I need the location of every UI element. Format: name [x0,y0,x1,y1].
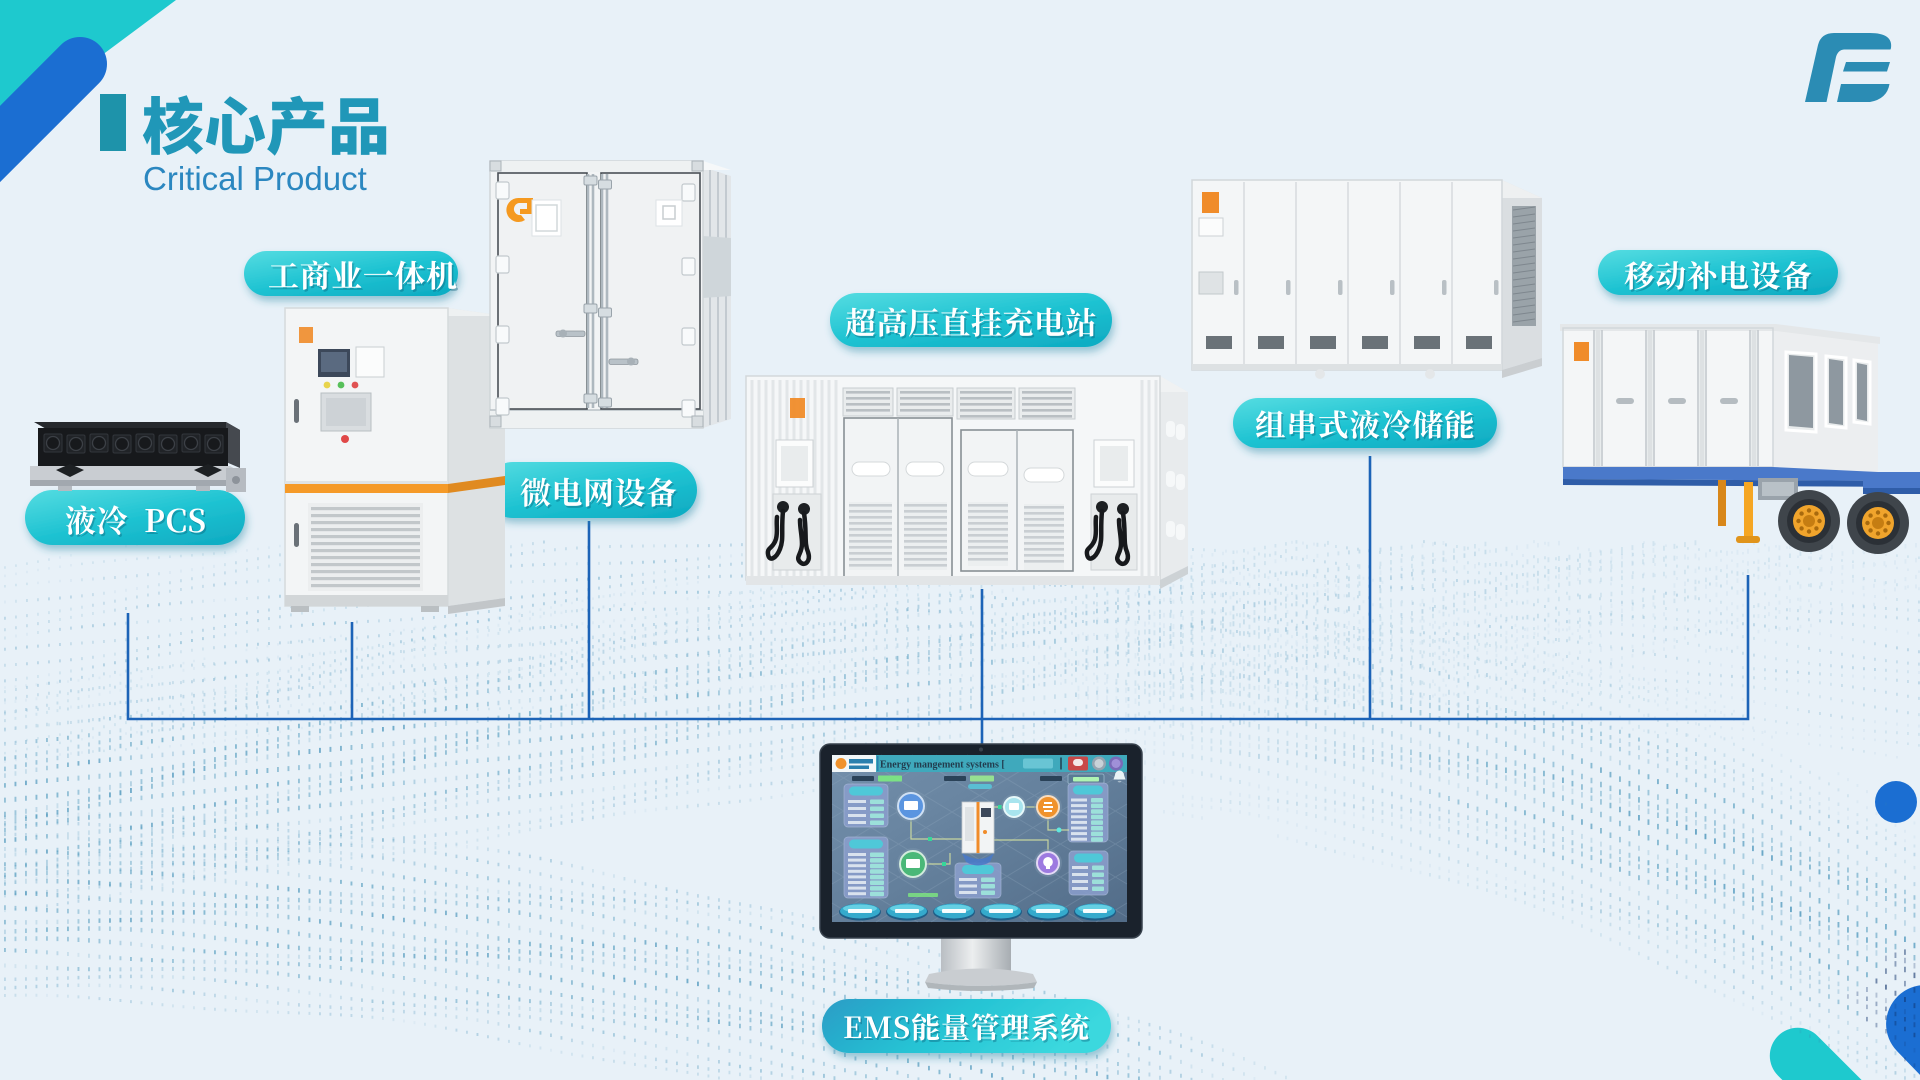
svg-text:Energy mangement systems [: Energy mangement systems [ [880,760,1005,771]
